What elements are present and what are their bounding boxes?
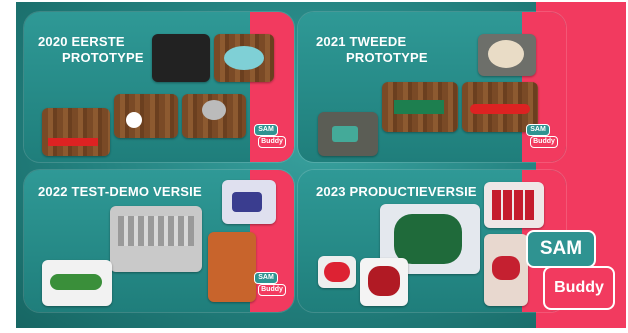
photo-wiring [318, 112, 378, 156]
buddy-logo-small: Buddy [530, 136, 558, 148]
slide-background: 2020 EERSTE PROTOTYPE SAM Buddy 2021 TWE… [16, 2, 626, 328]
panel-2021: 2021 TWEEDE PROTOTYPE SAM Buddy [298, 12, 566, 162]
photo-heart-device-2 [360, 258, 408, 306]
photo-plush-heart [484, 234, 528, 306]
panel-2020: 2020 EERSTE PROTOTYPE SAM Buddy [24, 12, 294, 162]
sam-logo-small: SAM [526, 124, 550, 136]
panel-2023: 2023 PRODUCTIEVERSIE [298, 170, 566, 312]
panel-2023-title: 2023 PRODUCTIEVERSIE [316, 184, 477, 199]
photo-pcb-render [380, 204, 480, 274]
sam-logo-small: SAM [254, 272, 278, 284]
photo-shrimp-plush [478, 34, 536, 76]
panel-2022-title: 2022 TEST-DEMO VERSIE [38, 184, 202, 199]
photo-led-board [462, 82, 538, 132]
buddy-logo-large: Buddy [543, 266, 615, 310]
sam-logo-small: SAM [254, 124, 278, 136]
panel-2022: 2022 TEST-DEMO VERSIE SAM Buddy [24, 170, 294, 312]
sam-logo-large: SAM [526, 230, 596, 268]
photo-orange-plush [208, 232, 256, 302]
buddy-logo-small: Buddy [258, 136, 286, 148]
photo-wearable-device [222, 180, 276, 224]
panel-2020-title-line2: PROTOTYPE [62, 50, 144, 65]
photo-plush-device [182, 94, 246, 138]
photo-circuit-2 [114, 94, 178, 138]
photo-components-table [110, 206, 202, 272]
photo-circuit-1 [42, 108, 110, 156]
panel-2021-title-line2: PROTOTYPE [346, 50, 428, 65]
photo-whale-plush [214, 34, 274, 82]
panel-2020-title-line1: 2020 EERSTE [38, 34, 125, 49]
photo-heart-device-1 [318, 256, 356, 288]
buddy-logo-small: Buddy [258, 284, 286, 296]
photo-pcb-green [42, 260, 112, 306]
panel-2021-title-line1: 2021 TWEEDE [316, 34, 407, 49]
photo-red-hearts [484, 182, 544, 228]
photo-robot-circuit [382, 82, 458, 132]
photo-electronics [152, 34, 210, 82]
